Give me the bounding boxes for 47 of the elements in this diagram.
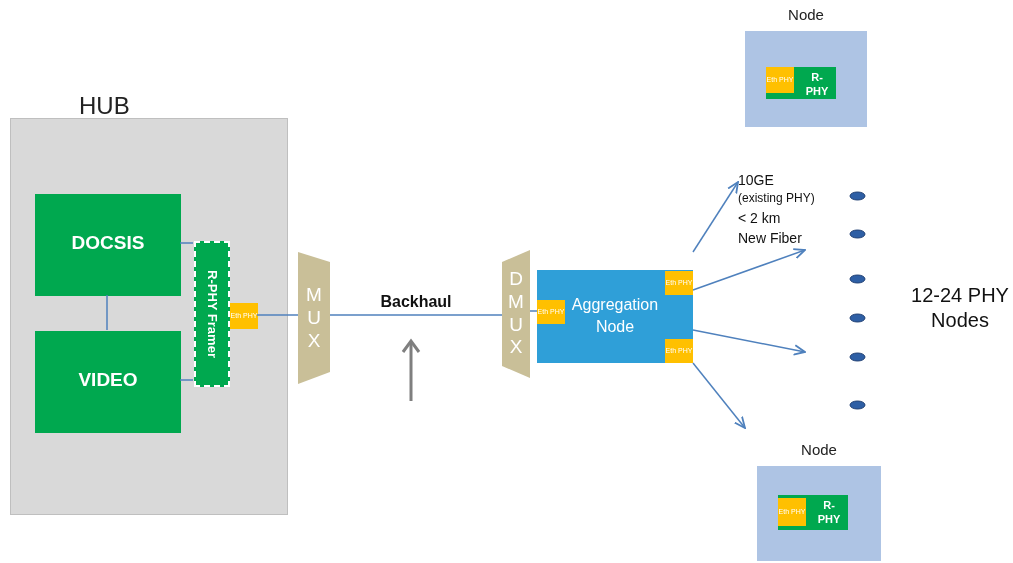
phy-node-dot xyxy=(849,274,866,284)
note-line: < 2 km xyxy=(738,208,782,228)
framer-block xyxy=(194,241,230,387)
mux-trapezoid xyxy=(298,252,330,384)
phy-node-dot xyxy=(849,352,866,362)
block-label: R-PHY Framer xyxy=(204,270,220,358)
module-label: R-PHY xyxy=(816,498,842,527)
eth-phy-port xyxy=(665,339,693,363)
connector-line xyxy=(329,314,503,316)
note-line: (existing PHY) xyxy=(738,190,816,208)
eth-phy-port xyxy=(665,271,693,295)
phy-node-dot xyxy=(849,229,866,239)
function-block xyxy=(35,194,181,296)
arrow xyxy=(692,329,806,356)
block-label: DOCSIS xyxy=(70,232,146,254)
phy-node-dot xyxy=(849,400,866,410)
connector-line xyxy=(179,379,194,381)
note-line: New Fiber xyxy=(738,229,803,248)
rphy-module xyxy=(766,67,836,99)
eth-phy-port xyxy=(537,300,565,324)
connector-line xyxy=(106,294,108,331)
module-label: R-PHY xyxy=(804,70,830,99)
mux-label: DMUX xyxy=(507,268,525,360)
box-label: Aggregation Node xyxy=(570,295,660,338)
mux-label: MUX xyxy=(305,283,323,353)
eth-phy-port xyxy=(778,498,806,526)
connector-line xyxy=(529,310,538,312)
function-block xyxy=(35,331,181,433)
arrow xyxy=(692,248,806,291)
demux-trapezoid xyxy=(502,250,530,378)
note-line: 10GE xyxy=(738,171,775,190)
block-label: VIDEO xyxy=(77,369,139,391)
phy-node-dot xyxy=(849,313,866,323)
edge-label: Backhaul xyxy=(379,293,453,311)
arrow xyxy=(692,181,739,253)
node-heading: Node xyxy=(800,441,838,458)
arrow xyxy=(692,362,746,429)
rphy-module xyxy=(778,495,848,530)
connector-line xyxy=(256,314,299,316)
phy-node-dot xyxy=(849,191,866,201)
eth-phy-port xyxy=(766,67,794,93)
aggregation-box xyxy=(537,270,693,363)
node-heading: Node xyxy=(787,6,825,23)
connector-line xyxy=(179,242,194,244)
nodes-count-label: 12-24 PHY Nodes xyxy=(910,283,1010,333)
eth-phy-port xyxy=(230,303,258,329)
area-heading: HUB xyxy=(79,92,130,120)
